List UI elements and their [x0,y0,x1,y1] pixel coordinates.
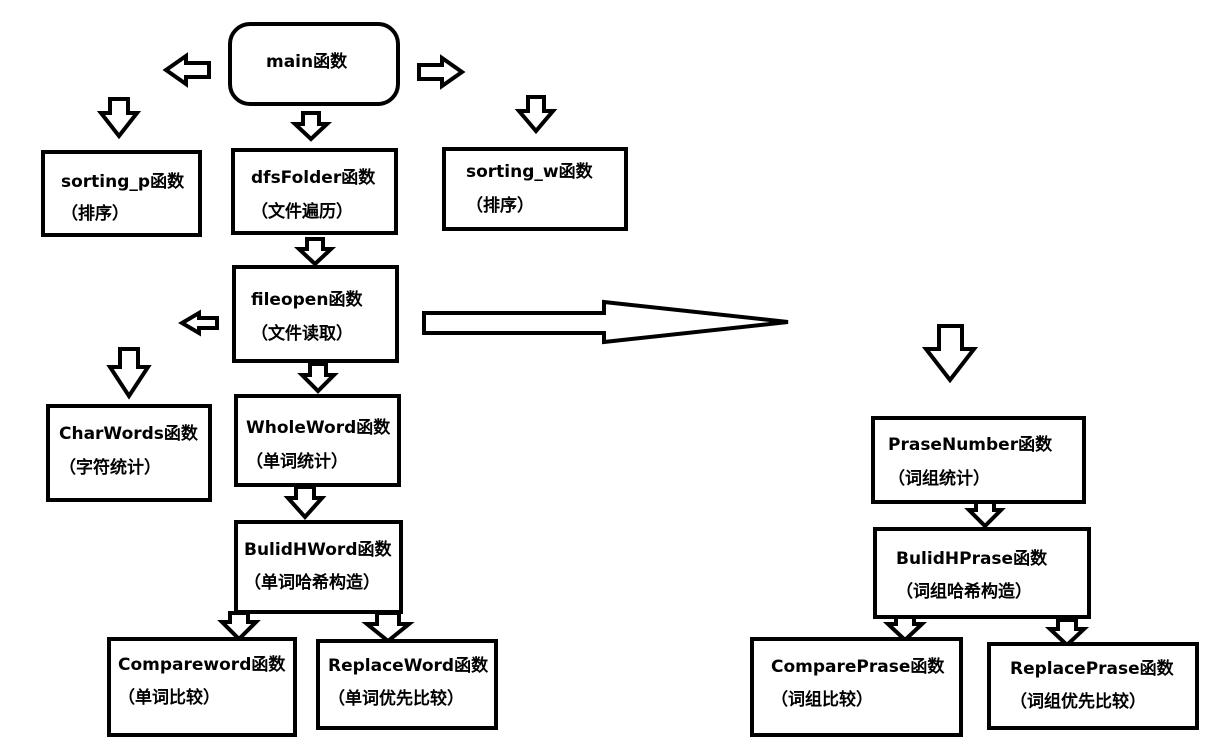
compareword-label: Compareword函数 [118,655,286,675]
compareprase-node[interactable] [750,637,963,737]
replaceprase-label: ReplacePrase函数 [1010,659,1174,679]
bulidhword-desc: （单词哈希构造） [244,573,380,593]
replaceword-label: ReplaceWord函数 [328,656,489,676]
compareword-node[interactable] [107,637,297,737]
bulidhword-label: BulidHWord函数 [244,540,392,560]
main-node-label: main函数 [266,52,348,72]
charwords-desc: （字符统计） [59,458,161,478]
replaceword-desc: （单词优先比较） [328,689,464,709]
charwords-node[interactable] [46,404,212,502]
big-arrow-right [422,299,789,345]
arrow-down-to-prasenumber [921,324,979,384]
compareword-desc: （单词比较） [118,688,220,708]
arrow-left-from-main [162,52,211,88]
fileopen-node[interactable] [232,265,399,363]
arrow-left-from-fileopen [178,309,219,337]
wholeword-node[interactable] [234,394,401,487]
wholeword-desc: （单词统计） [246,452,348,472]
arrow-down-bulidhword-to-compareword [217,611,261,642]
arrow-down-wholeword-to-bulidhword [283,485,327,520]
prasenumber-label: PraseNumber函数 [888,435,1053,455]
main-node[interactable] [228,22,400,106]
bulidhprase-desc: （词组哈希构造） [896,582,1032,602]
wholeword-label: WholeWord函数 [246,418,391,438]
bulidhword-node[interactable] [234,520,403,614]
replaceprase-desc: （词组优先比较） [1010,692,1146,712]
sorting-w-label: sorting_w函数 [466,162,593,182]
dfsfolder-label: dfsFolder函数 [251,168,376,188]
arrow-down-to-sorting-p [96,97,142,140]
arrow-down-fileopen-to-wholeword [297,362,339,394]
sorting-w-desc: （排序） [466,196,534,216]
sorting-p-label: sorting_p函数 [61,172,185,192]
bulidhprase-label: BulidHPrase函数 [896,549,1048,569]
compareprase-label: ComparePrase函数 [771,657,945,677]
arrow-right-from-main [417,54,466,90]
fileopen-label: fileopen函数 [251,290,363,310]
arrow-down-prasenumber-to-bulidhprase [964,499,1006,529]
dfsfolder-node[interactable] [231,148,398,235]
arrow-down-main-to-dfsfolder [289,111,333,142]
fileopen-desc: （文件读取） [251,324,353,344]
sorting-p-node[interactable] [41,150,202,237]
compareprase-desc: （词组比较） [771,690,873,710]
arrow-down-bulidhprase-to-replaceprase [1044,618,1090,648]
arrow-down-bulidhword-to-replaceword [361,611,415,644]
sorting-p-desc: （排序） [61,204,129,224]
sorting-w-node[interactable] [442,147,628,231]
arrow-down-to-sorting-w [514,95,558,135]
bulidhprase-node[interactable] [873,527,1091,619]
arrow-down-to-charwords [106,347,152,400]
arrow-down-dfsfolder-to-fileopen [293,237,337,267]
charwords-label: CharWords函数 [59,424,198,444]
dfsfolder-desc: （文件遍历） [251,202,353,222]
replaceprase-node[interactable] [987,642,1199,730]
replaceword-node[interactable] [316,639,498,730]
prasenumber-desc: （词组统计） [888,469,990,489]
prasenumber-node[interactable] [871,416,1086,504]
